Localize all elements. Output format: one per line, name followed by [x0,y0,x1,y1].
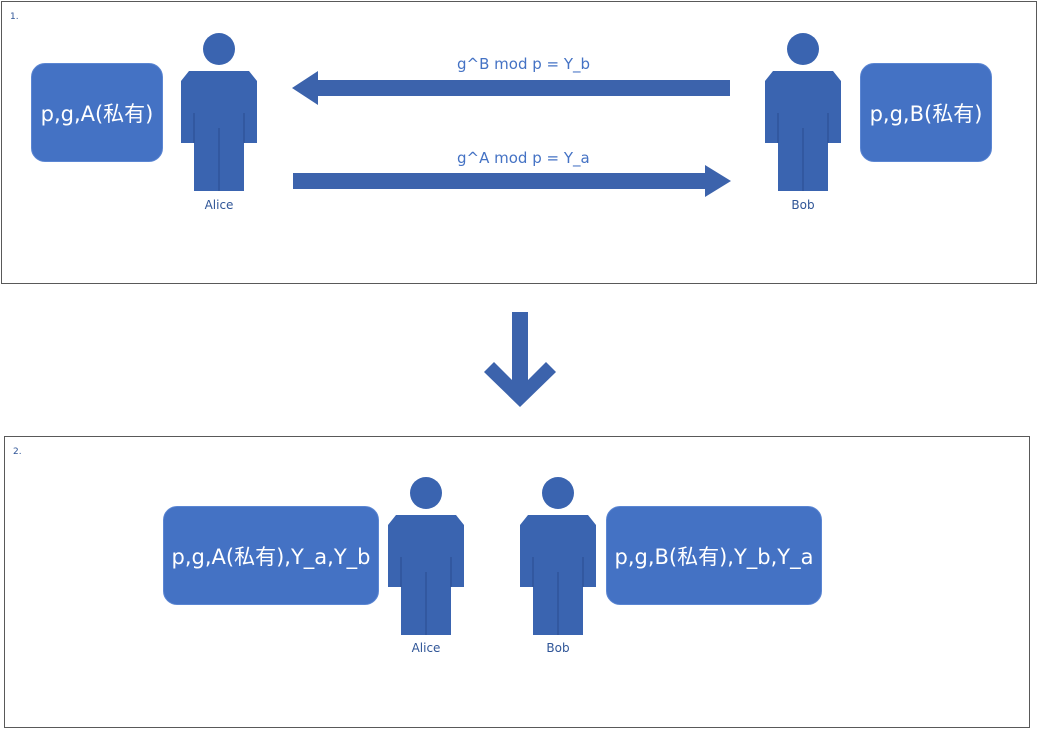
arrow-right-icon [293,165,731,197]
alice-result-box: p,g,A(私有),Y_a,Y_b [163,506,379,605]
message-to-alice: g^B mod p = Y_b [457,55,591,73]
bob-name: Bob [791,198,815,212]
alice-secret-box: p,g,A(私有) [31,63,163,162]
arrow-down-icon [484,312,556,407]
arrow-left-icon [292,71,730,105]
alice-person-icon [387,477,465,635]
step-2-panel: 2. p,g,A(私有),Y_a,Y_b Alice Bob p,g,B(私有)… [4,436,1030,728]
bob-result-box: p,g,B(私有),Y_b,Y_a [606,506,822,605]
step-1-panel: 1. p,g,A(私有) Alice g^B mod p = Y_b g^A m… [1,1,1037,284]
alice-person-icon [180,33,258,191]
message-to-bob: g^A mod p = Y_a [457,149,590,167]
alice-name: Alice [411,641,441,655]
bob-name: Bob [546,641,570,655]
bob-person-icon [519,477,597,635]
step-1-label: 1. [10,12,19,22]
bob-secret-box: p,g,B(私有) [860,63,992,162]
step-2-label: 2. [13,447,22,457]
bob-person-icon [764,33,842,191]
alice-name: Alice [204,198,234,212]
